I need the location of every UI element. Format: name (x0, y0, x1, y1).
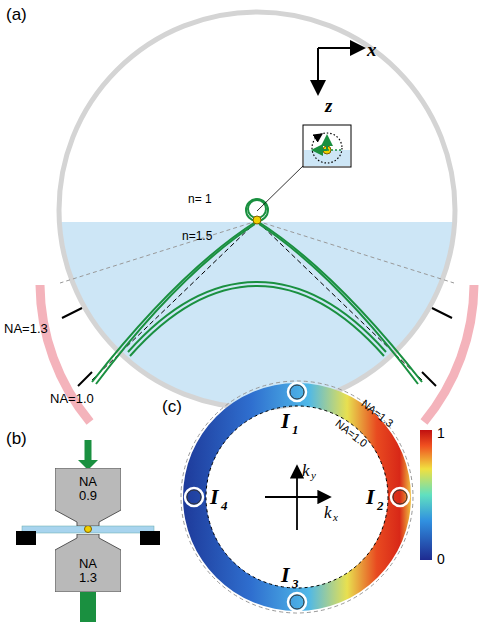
objective-lens: NA 1.3 (55, 534, 121, 592)
wavevector-index: x (333, 512, 338, 523)
panel-letter: (a) (6, 6, 27, 23)
wavevector-label: k (324, 504, 332, 521)
aperture-label: NA=1.0 (50, 392, 94, 405)
intensity-index: 1 (292, 423, 299, 436)
intensity-index: 2 (377, 499, 384, 512)
intensity-symbol: I (210, 486, 219, 508)
lens-label: NA 0.9 (73, 475, 103, 504)
intensity-index: 3 (292, 577, 299, 590)
panel-letter: (b) (6, 430, 27, 447)
axis-label: z (325, 96, 332, 115)
wavevector-label: k (302, 462, 310, 479)
lens-label: NA 1.3 (73, 557, 103, 586)
index-label: n=1.5 (182, 230, 212, 242)
intensity-index: 4 (221, 499, 228, 512)
index-label: n= 1 (188, 193, 212, 205)
intensity-symbol: I (281, 410, 290, 432)
wavevector-index: y (311, 470, 316, 481)
colorbar-tick: 1 (437, 426, 445, 440)
intensity-symbol: I (281, 564, 290, 586)
axis-label: x (367, 40, 377, 59)
intensity-symbol: I (366, 486, 375, 508)
objective-lens: NA 0.9 (55, 468, 121, 526)
panel-letter: (c) (162, 398, 182, 415)
aperture-label: NA=1.3 (4, 322, 48, 335)
colorbar-tick: 0 (437, 552, 445, 566)
